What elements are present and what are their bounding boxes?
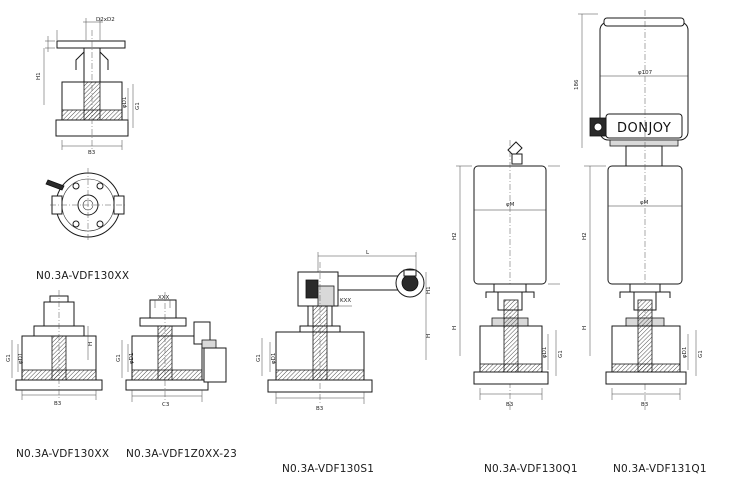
dim-kxx-b3: KXX: [340, 298, 351, 304]
dim-h-b5: H: [582, 326, 588, 330]
label-bottom-4: N0.3A-VDF130Q1: [484, 463, 578, 475]
dim-d2: D2xD2: [96, 17, 115, 23]
dim-b3-b3: B3: [316, 406, 324, 412]
dim-g1-b1: G1: [6, 354, 12, 362]
label-top-left: N0.3A-VDF130XX: [36, 270, 129, 282]
dim-h1-left: H1: [36, 72, 42, 80]
view-bottom-4: φM H2 H B3 φD1 G1: [452, 140, 564, 410]
view-bottom-5: φ107 186 DONJOY φM H2 H B3: [574, 10, 704, 410]
dim-l-b3: L: [366, 250, 370, 256]
dim-c3-b2: C3: [162, 402, 170, 408]
dim-od-b3: φD1: [271, 353, 277, 364]
view-bottom-1: B3 G1 φD1 H: [6, 290, 103, 407]
dim-phi107-b5: φ107: [638, 70, 653, 76]
dim-g1-b4: G1: [558, 350, 564, 358]
view-top-left-section: D2xD2 H1 B3 φD1 G1: [36, 17, 141, 156]
dim-g1-b3: G1: [256, 354, 262, 362]
dim-b3-b4: B3: [506, 402, 514, 408]
dim-phim-b5: φM: [640, 200, 649, 206]
dim-g1-v1: G1: [135, 102, 141, 110]
label-bottom-5: N0.3A-VDF131Q1: [613, 463, 707, 475]
view-bottom-2: XXX C3 G1 φD1: [116, 292, 227, 408]
dim-h-b1: H: [88, 342, 94, 346]
dim-od-b1: φD1: [18, 353, 24, 364]
dim-xxx-b2: XXX: [158, 295, 170, 301]
label-bottom-3: N0.3A-VDF130S1: [282, 463, 374, 475]
dim-phim-b4: φM: [506, 202, 515, 208]
view-bottom-3: L H1 KXX B3 G1 φD1 H: [256, 250, 432, 412]
brand-logo: DONJOY: [617, 121, 671, 136]
label-bottom-2: N0.3A-VDF1Z0XX-23: [126, 448, 237, 460]
dim-h2-b4: H2: [452, 232, 458, 240]
label-bottom-1: N0.3A-VDF130XX: [16, 448, 109, 460]
dim-od-v1: φD1: [122, 97, 128, 108]
dim-g1-b5: G1: [698, 350, 704, 358]
view-top-plan: [45, 168, 126, 242]
dim-b3-b5: B3: [641, 402, 649, 408]
dim-od-b2: φD1: [129, 353, 135, 364]
dim-186-b5: 186: [574, 79, 580, 90]
dim-g1-b2: G1: [116, 354, 122, 362]
dim-h-b3: H: [426, 334, 432, 338]
dim-h-b4: H: [452, 326, 458, 330]
dim-b3-b1: B3: [54, 401, 62, 407]
dim-od-b5: φD1: [682, 347, 688, 358]
dim-h2-b5: H2: [582, 232, 588, 240]
dim-b3-v1: B3: [88, 150, 96, 156]
dim-od-b4: φD1: [542, 347, 548, 358]
dim-h1-b3: H1: [426, 286, 432, 294]
